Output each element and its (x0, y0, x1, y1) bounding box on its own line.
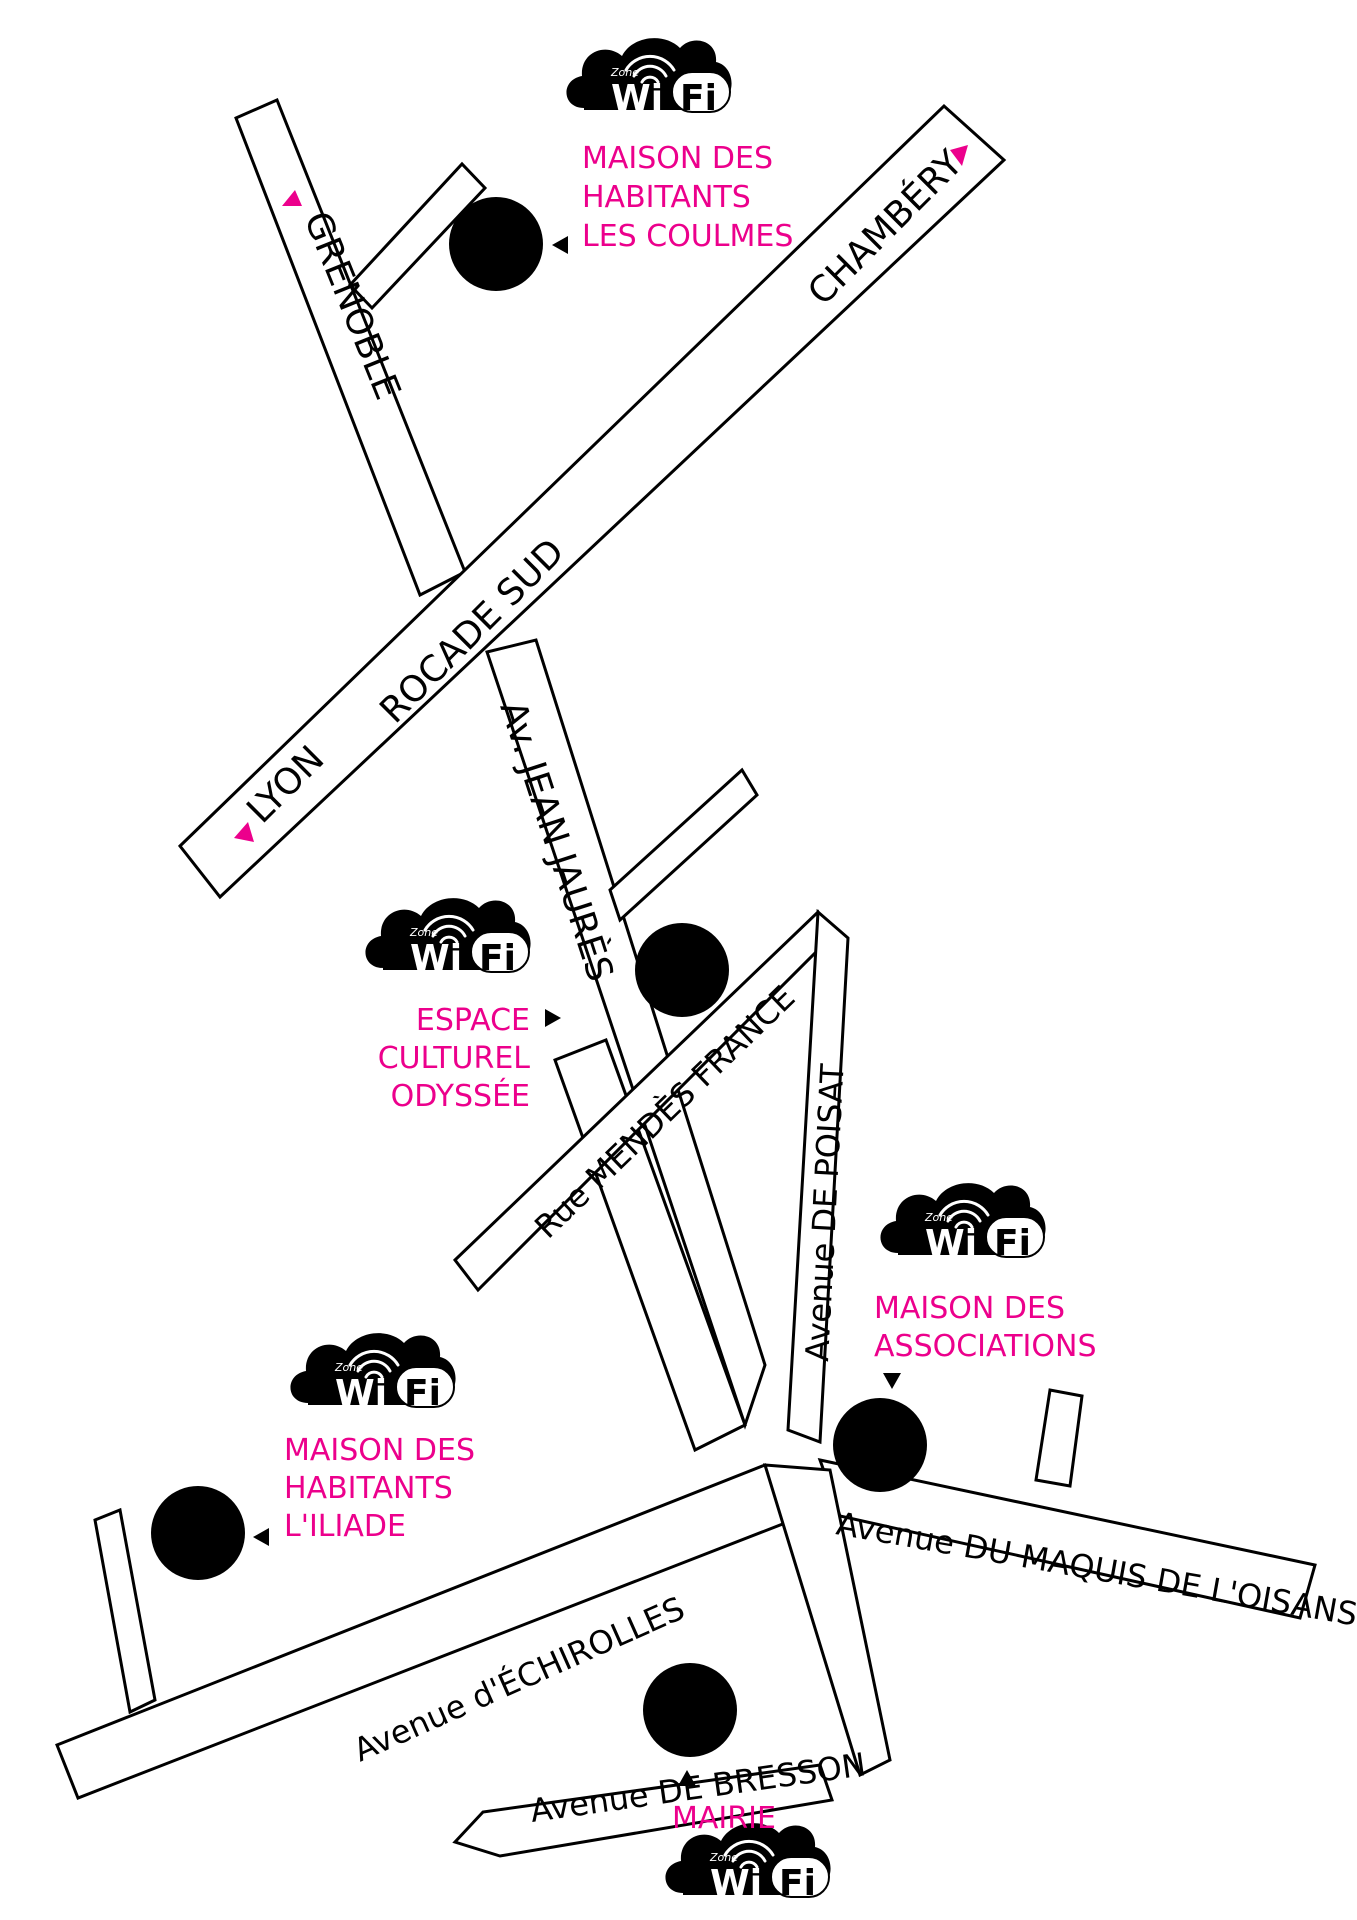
place-label-line: MAISON DES (284, 1433, 475, 1468)
svg-text:Zone: Zone (709, 1851, 738, 1864)
lyon-arrow-icon (234, 822, 254, 842)
place-label-line: CULTUREL (378, 1041, 531, 1076)
place-label-associations: MAISON DES ASSOCIATIONS (874, 1291, 1096, 1364)
place-label-line: HABITANTS (284, 1471, 453, 1506)
direction-arrows (234, 145, 968, 842)
place-label-line: MAISON DES (874, 1291, 1065, 1326)
coulmes-dot-icon[interactable] (449, 197, 543, 291)
place-label-coulmes: MAISON DES HABITANTS LES COULMES (582, 141, 793, 254)
svg-text:Wi: Wi (710, 1863, 762, 1904)
associations-pointer-icon (883, 1373, 901, 1389)
road-rocade-sud (177, 103, 1007, 900)
odyssee-dot-icon[interactable] (635, 923, 729, 1017)
wifi-badge-associations: Zone Wi Fi VILLE D'EYBENS (878, 1181, 1048, 1265)
place-label-line: L'ILIADE (284, 1509, 406, 1544)
svg-text:VILLE D'EYBENS: VILLE D'EYBENS (747, 1899, 787, 1905)
odyssee-pointer-icon (545, 1009, 561, 1027)
road-jean-jaures (485, 638, 767, 1430)
place-label-iliade: MAISON DES HABITANTS L'ILIADE (284, 1433, 475, 1544)
chambery-arrow-icon (950, 145, 968, 166)
svg-text:VILLE D'EYBENS: VILLE D'EYBENS (962, 1259, 1002, 1265)
place-label-line: MAISON DES (582, 141, 773, 176)
svg-text:Wi: Wi (611, 78, 663, 119)
svg-text:Fi: Fi (404, 1373, 441, 1414)
place-label-line: ESPACE (416, 1003, 530, 1038)
place-label-line: HABITANTS (582, 180, 751, 215)
road-jaures-ne-spur (608, 767, 759, 923)
svg-text:Zone: Zone (409, 926, 438, 939)
place-label-line: MAIRIE (672, 1801, 776, 1836)
road-maquis-spur (1034, 1388, 1084, 1488)
grenoble-arrow-icon (282, 190, 302, 206)
wifi-badge-mairie: Zone Wi Fi VILLE D'EYBENS (663, 1821, 833, 1905)
svg-text:Wi: Wi (335, 1373, 387, 1414)
svg-text:Fi: Fi (994, 1223, 1031, 1264)
wifi-badge-odyssee: Zone Wi Fi VILLE D'EYBENS (363, 896, 533, 980)
place-label-odyssee: ESPACE CULTUREL ODYSSÉE (378, 1003, 531, 1114)
roads (55, 98, 1317, 1858)
wifi-badge-coulmes: Zone Wi Fi VILLE D'EYBENS (564, 36, 734, 120)
place-label-line: ASSOCIATIONS (874, 1329, 1096, 1364)
svg-text:Wi: Wi (410, 938, 462, 979)
associations-dot-icon[interactable] (833, 1398, 927, 1492)
svg-text:Zone: Zone (610, 66, 639, 79)
mairie-pointer-icon (678, 1770, 696, 1786)
iliade-pointer-icon (253, 1528, 269, 1546)
svg-text:Fi: Fi (779, 1863, 816, 1904)
pointer-arrows (253, 236, 901, 1786)
mairie-dot-icon[interactable] (643, 1663, 737, 1757)
road-coulmes-spur (347, 161, 488, 311)
place-label-mairie: MAIRIE (672, 1801, 776, 1836)
locations (151, 197, 927, 1757)
place-label-line: LES COULMES (582, 219, 793, 254)
coulmes-pointer-icon (552, 236, 568, 254)
road-poisat (786, 908, 850, 1445)
svg-text:Wi: Wi (925, 1223, 977, 1264)
road-echirolles-spur (93, 1507, 157, 1715)
wifi-badge-iliade: Zone Wi Fi VILLE D'EYBENS (288, 1331, 458, 1415)
svg-text:Zone: Zone (334, 1361, 363, 1374)
iliade-dot-icon[interactable] (151, 1486, 245, 1580)
svg-text:VILLE D'EYBENS: VILLE D'EYBENS (372, 1409, 412, 1415)
road-mairie-connector (762, 1463, 892, 1778)
svg-text:Fi: Fi (479, 938, 516, 979)
svg-text:VILLE D'EYBENS: VILLE D'EYBENS (447, 974, 487, 980)
road-bresson (452, 1763, 834, 1858)
svg-text:Zone: Zone (924, 1211, 953, 1224)
svg-text:VILLE D'EYBENS: VILLE D'EYBENS (648, 114, 688, 120)
svg-text:Fi: Fi (680, 78, 717, 119)
place-label-line: ODYSSÉE (391, 1078, 530, 1114)
